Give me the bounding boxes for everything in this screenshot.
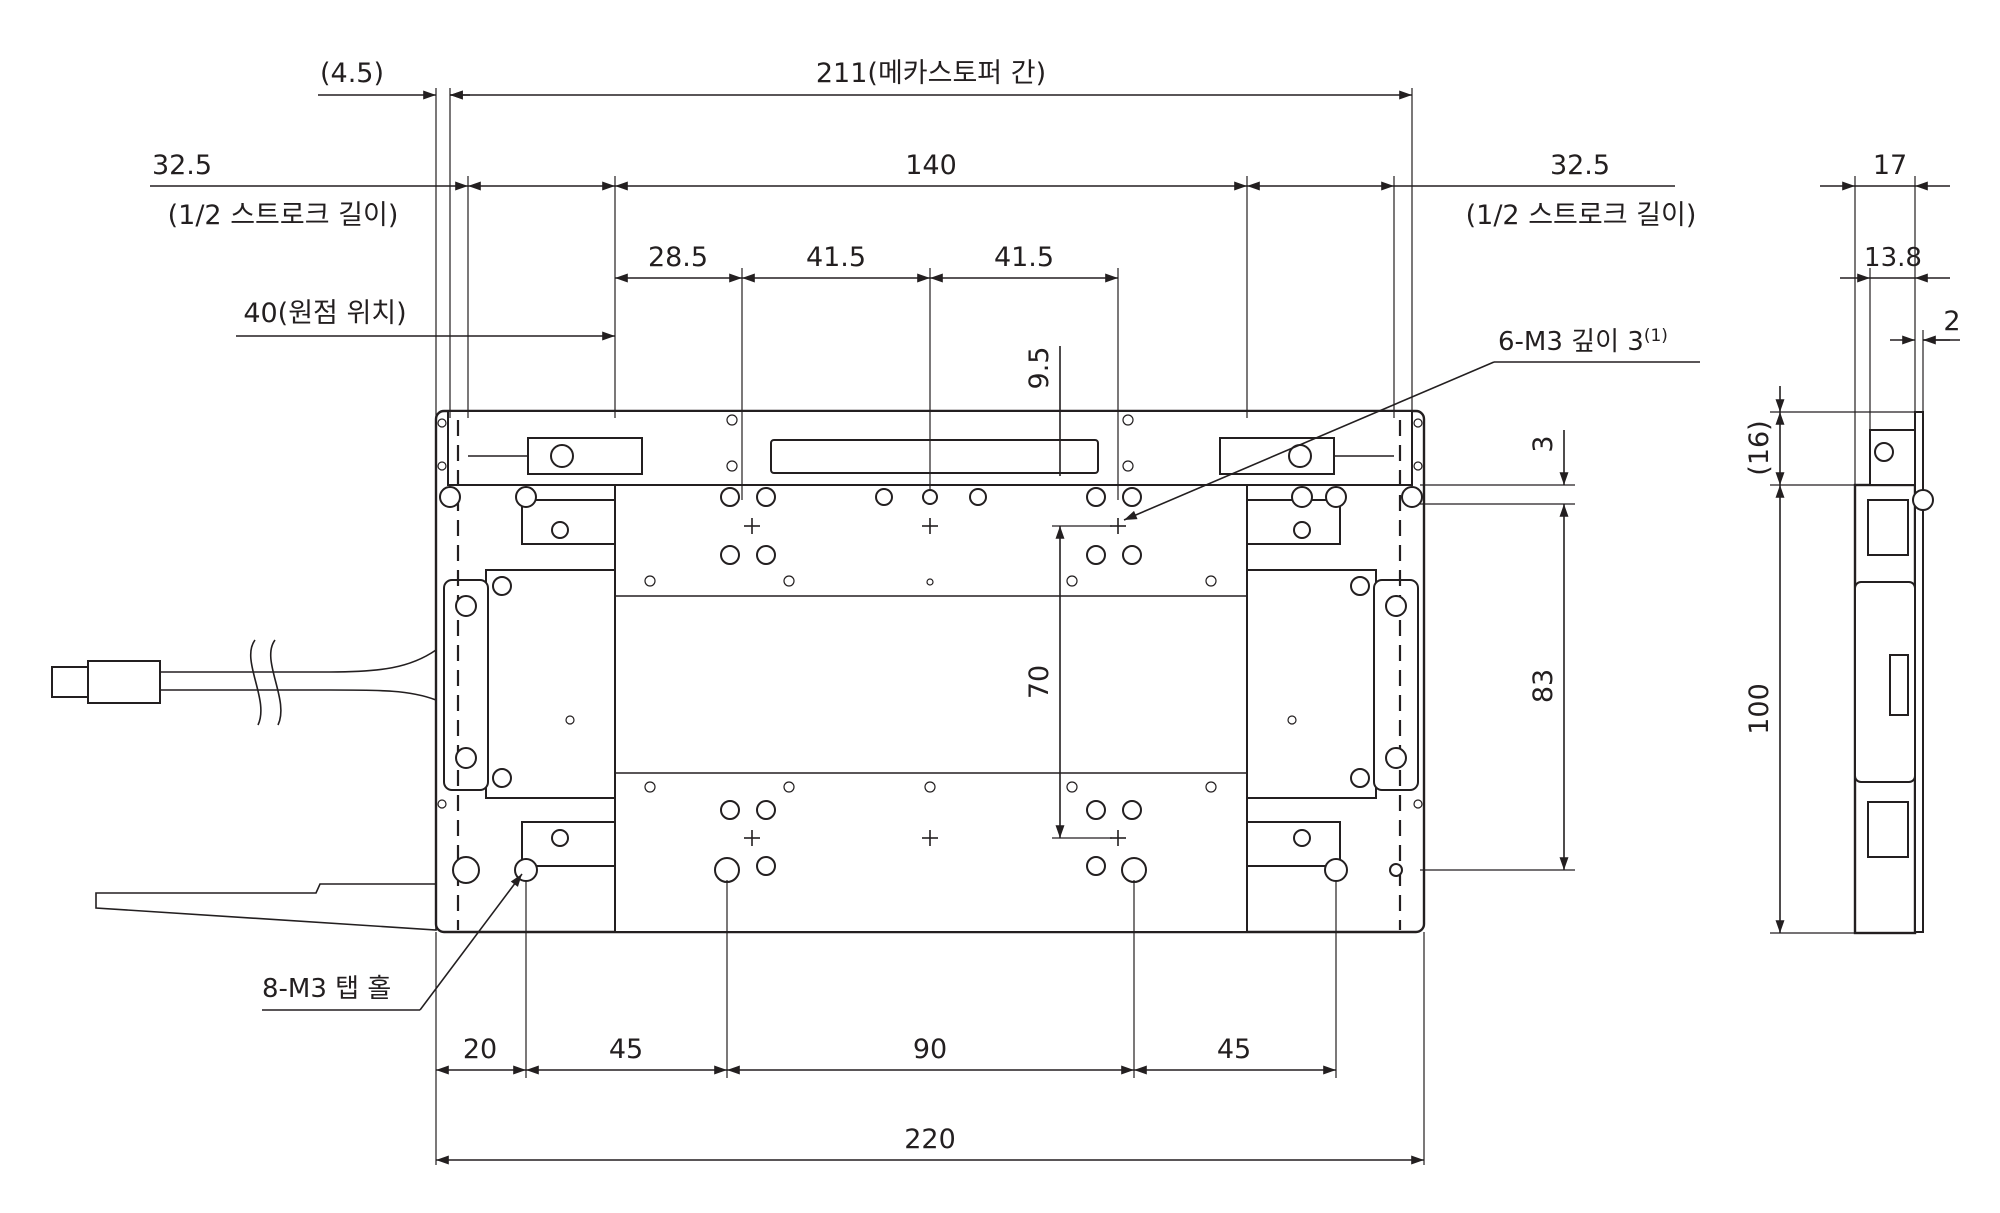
left-lower-pad xyxy=(521,821,616,867)
side-block-lower xyxy=(1867,801,1909,858)
dim-pitch-b: 41.5 xyxy=(806,242,866,273)
note-half-stroke-left: (1/2 스트로크 길이) xyxy=(168,200,399,231)
side-dim-17: 17 xyxy=(1873,150,1907,181)
dim-83: 83 xyxy=(1528,669,1559,703)
side-dim-100: 100 xyxy=(1744,683,1775,735)
side-block-upper xyxy=(1867,499,1909,556)
left-stopper xyxy=(443,579,489,791)
dim-mechastop: 211(메카스토퍼 간) xyxy=(816,58,1046,89)
left-sensor xyxy=(527,437,643,475)
vertical-dimensions: 9.5 70 3 83 xyxy=(1024,346,1575,871)
screws xyxy=(437,414,1423,884)
left-upper-pad xyxy=(521,499,616,545)
m3-holes xyxy=(744,518,1126,846)
note-half-stroke-right: (1/2 스트로크 길이) xyxy=(1466,200,1697,231)
dim-origin: 40(원점 위치) xyxy=(243,298,406,329)
right-upper-pad xyxy=(1246,499,1341,545)
bottom-dimensions: 20 45 90 45 220 xyxy=(435,880,1425,1165)
connector-housing xyxy=(87,660,161,704)
dim-half-stroke-right: 32.5 xyxy=(1550,150,1610,181)
dim-45-right: 45 xyxy=(1217,1034,1251,1065)
side-slot xyxy=(1889,654,1909,716)
dim-center: 140 xyxy=(905,150,957,181)
dim-90: 90 xyxy=(913,1034,947,1065)
top-dimensions: (4.5) 211(메카스토퍼 간) 32.5 (1/2 스트로크 길이) 14… xyxy=(150,58,1696,500)
side-table xyxy=(1854,581,1916,783)
cable xyxy=(51,639,437,931)
dim-220: 220 xyxy=(904,1124,956,1155)
dim-3: 3 xyxy=(1528,435,1559,452)
right-block xyxy=(1246,569,1377,799)
dim-20: 20 xyxy=(463,1034,497,1065)
right-stopper xyxy=(1373,579,1419,791)
dim-offset: (4.5) xyxy=(320,58,384,89)
side-dim-16: (16) xyxy=(1744,420,1775,475)
side-dim-2: 2 xyxy=(1943,306,1960,337)
side-dim-13-8: 13.8 xyxy=(1864,243,1922,273)
dim-pitch-a: 28.5 xyxy=(648,242,708,273)
front-view xyxy=(434,409,1426,934)
dim-45-left: 45 xyxy=(609,1034,643,1065)
dim-9-5: 9.5 xyxy=(1024,347,1055,390)
slide-table xyxy=(614,484,1248,933)
side-view: 17 13.8 2 (16) 100 xyxy=(1744,150,1961,935)
right-lower-pad xyxy=(1246,821,1341,867)
left-block xyxy=(485,569,616,799)
connector-plug xyxy=(51,666,91,698)
dim-70: 70 xyxy=(1024,665,1055,699)
callout-m3-depth: 6-M3 깊이 3(1) xyxy=(1498,326,1668,357)
dim-half-stroke-left: 32.5 xyxy=(152,150,212,181)
callouts: 6-M3 깊이 3(1) 8-M3 탭 홀 xyxy=(262,326,1700,1011)
callout-tap-holes: 8-M3 탭 홀 xyxy=(262,974,391,1004)
right-sensor xyxy=(1219,437,1335,475)
top-slot xyxy=(770,439,1099,474)
dim-pitch-c: 41.5 xyxy=(994,242,1054,273)
